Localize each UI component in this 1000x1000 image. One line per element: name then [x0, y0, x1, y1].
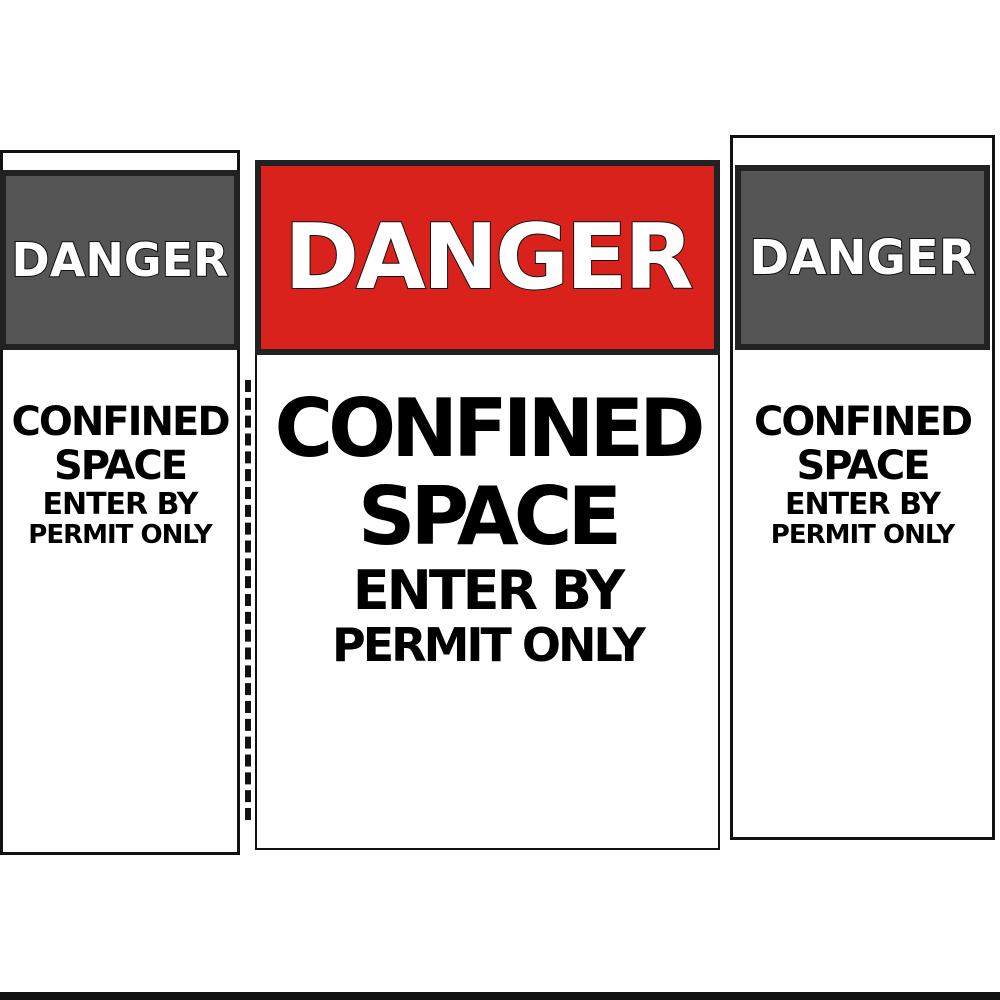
danger-header-text: DANGER — [11, 232, 230, 288]
line-space: SPACE — [796, 443, 930, 489]
line-enter-by: ENTER BY — [42, 487, 198, 522]
line-space: SPACE — [53, 443, 188, 489]
sign-right-header: DANGER — [735, 165, 990, 350]
bottom-border — [0, 992, 1000, 1000]
line-permit-only: PERMIT ONLY — [332, 618, 646, 673]
sign-right-body: CONFINED SPACE ENTER BY PERMIT ONLY — [740, 400, 985, 550]
danger-header-text: DANGER — [283, 204, 694, 311]
line-permit-only: PERMIT ONLY — [28, 520, 212, 550]
line-confined: CONFINED — [274, 382, 705, 475]
line-enter-by: ENTER BY — [784, 487, 941, 522]
sign-left-body: CONFINED SPACE ENTER BY PERMIT ONLY — [5, 400, 235, 550]
sign-center-header: DANGER — [255, 160, 720, 355]
line-permit-only: PERMIT ONLY — [770, 520, 955, 550]
danger-header-text: DANGER — [748, 229, 976, 287]
line-confined: CONFINED — [11, 399, 230, 445]
line-enter-by: ENTER BY — [352, 559, 626, 622]
line-confined: CONFINED — [753, 399, 973, 445]
sign-left-header: DANGER — [0, 170, 240, 350]
dashed-edge — [245, 380, 251, 820]
sign-center-body: CONFINED SPACE ENTER BY PERMIT ONLY — [260, 385, 715, 671]
line-space: SPACE — [357, 470, 622, 563]
